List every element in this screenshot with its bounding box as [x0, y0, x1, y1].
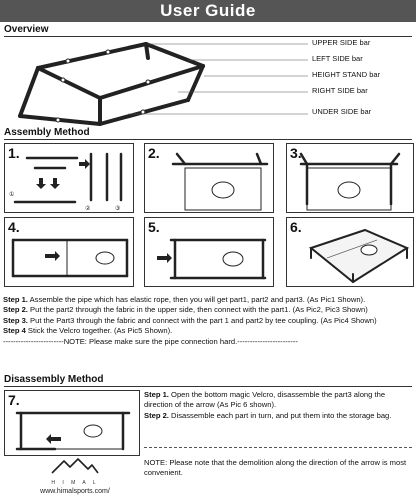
panel-step-6: 6. [286, 217, 414, 287]
brand-block: H I M A L www.himalsports.com/ [20, 457, 130, 495]
part-label-3: ③ [115, 205, 120, 212]
step-6-diagram [308, 228, 410, 284]
panel-number-3: 3. [290, 145, 302, 161]
panel-step-4: 4. [4, 217, 134, 287]
disassembly-step-1-text: Open the bottom magic Velcro, disassembl… [144, 390, 386, 410]
part-label-2: ② [85, 205, 91, 212]
assembly-step-3: Step 3. Put the Part3 through the fabric… [3, 316, 413, 326]
label-upper-side-bar: UPPER SIDE bar [312, 38, 371, 47]
panel-number-7: 7. [8, 392, 20, 408]
disassembly-heading: Disassembly Method [4, 374, 104, 385]
disassembly-step-2: Step 2. Disassemble each part in turn, a… [144, 411, 414, 421]
assembly-step-4: Step 4 Stick the Velcro together. (As Pi… [3, 326, 413, 336]
step-5-diagram [157, 238, 267, 280]
panel-step-5: 5. [144, 217, 274, 287]
step-2-diagram [171, 152, 269, 211]
assembly-step-1-label: Step 1. [3, 295, 28, 304]
assembly-step-2: Step 2. Put the part2 through the fabric… [3, 305, 413, 315]
label-under-side-bar: UNDER SIDE bar [312, 107, 372, 116]
disassembly-divider [4, 386, 412, 387]
panel-step-3: 3. [286, 143, 414, 213]
step-3-diagram [299, 152, 401, 211]
dotted-separator [144, 447, 412, 448]
assembly-step-4-label: Step 4 [3, 326, 26, 336]
label-height-stand-bar: HEIGHT STAND bar [312, 70, 381, 79]
assembly-step-3-label: Step 3. [3, 315, 28, 325]
brand-url[interactable]: www.himalsports.com/ [40, 488, 110, 495]
assembly-step-2-label: Step 2. [3, 305, 28, 315]
assembly-step-1-text: Assemble the pipe which has elastic rope… [29, 295, 366, 304]
mountain-logo-icon [51, 458, 99, 474]
label-left-side-bar: LEFT SIDE bar [312, 54, 363, 63]
step-4-diagram [11, 238, 129, 278]
disassembly-instructions: Step 1. Open the bottom magic Velcro, di… [144, 390, 414, 421]
page-title: User Guide [0, 0, 416, 22]
disassembly-step-1: Step 1. Open the bottom magic Velcro, di… [144, 390, 414, 411]
brand-name: H I M A L [51, 480, 99, 486]
disassembly-step-2-text: Disassemble each part in turn, and put t… [171, 410, 392, 420]
frame-overview-diagram [18, 42, 308, 126]
panel-number-1: 1. [8, 145, 20, 161]
panel-number-4: 4. [8, 219, 20, 235]
step-7-diagram [15, 411, 131, 451]
assembly-step-1: Step 1. Assemble the pipe which has elas… [3, 295, 413, 305]
assembly-heading: Assembly Method [4, 127, 90, 138]
panel-number-5: 5. [148, 219, 160, 235]
step-1-diagram: ① ② ③ [9, 152, 123, 212]
panel-number-2: 2. [148, 145, 160, 161]
assembly-divider [4, 139, 412, 140]
part-label-1: ① [9, 191, 14, 198]
panel-number-6: 6. [290, 219, 302, 235]
label-right-side-bar: RIGHT SIDE bar [312, 86, 368, 95]
assembly-step-3-text: Put the Part3 through the fabric and con… [30, 315, 377, 325]
disassembly-step-1-label: Step 1. [144, 390, 169, 399]
assembly-note: ------------------------NOTE: Please mak… [3, 336, 298, 346]
panel-step-2: 2. [144, 143, 274, 213]
assembly-instructions: Step 1. Assemble the pipe which has elas… [3, 295, 413, 347]
assembly-step-4-text: Stick the Velcro together. (As Pic5 Show… [27, 326, 173, 336]
disassembly-note: NOTE: Please note that the demolition al… [144, 458, 407, 478]
panel-step-1: 1. ① ② ③ [4, 143, 134, 213]
disassembly-step-2-label: Step 2. [144, 410, 169, 420]
overview-divider [4, 36, 412, 37]
assembly-step-2-text: Put the part2 through the fabric in the … [30, 305, 368, 315]
overview-heading: Overview [4, 24, 49, 35]
panel-step-7: 7. [4, 390, 140, 456]
